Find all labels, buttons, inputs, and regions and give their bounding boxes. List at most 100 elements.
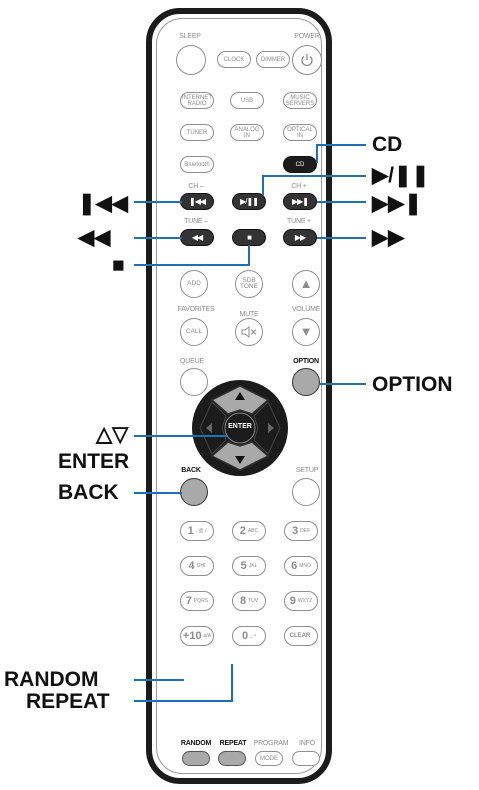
leader-cd (316, 144, 366, 146)
callout-skip-back: ❚◀◀ (78, 192, 128, 215)
power-button[interactable] (292, 45, 322, 75)
random-button[interactable] (182, 751, 210, 766)
play-pause-button[interactable]: ▶/❚❚ (232, 193, 266, 210)
sdb-tone-button[interactable]: SDB TONE (235, 270, 263, 298)
callout-stop: ■ (112, 254, 125, 277)
usb-button[interactable]: USB (230, 92, 264, 109)
leader-play-pause-vertical (262, 175, 264, 195)
number-letters: JKL (248, 563, 258, 569)
skip-back-icon: ❚◀◀ (188, 196, 206, 206)
cd-button[interactable]: CD (283, 156, 317, 173)
mute-speaker-icon (241, 326, 257, 338)
leader-repeat-vertical (231, 664, 233, 701)
leader-skip-back (134, 201, 182, 203)
ch-minus-label: CH – (188, 183, 204, 190)
sleep-button[interactable] (176, 45, 206, 75)
queue-button[interactable] (180, 368, 208, 396)
arrow-down-icon (235, 456, 245, 464)
leader-stop-vertical (248, 245, 250, 265)
triangle-up-icon: ▲ (299, 275, 313, 291)
number-button[interactable]: 0_ • (232, 626, 266, 646)
number-digit: 9 (289, 595, 296, 607)
setup-button[interactable] (292, 478, 320, 506)
analog-in-button[interactable]: ANALOG IN (230, 124, 264, 141)
number-digit: 3 (291, 525, 299, 537)
dpad-left[interactable] (199, 401, 227, 455)
dimmer-button[interactable]: DIMMER (256, 51, 290, 68)
number-button[interactable]: CLEAR (284, 626, 318, 646)
direction-pad[interactable]: ENTER (190, 378, 290, 478)
volume-down-button[interactable]: ▼ (292, 318, 320, 346)
info-button[interactable] (292, 751, 320, 766)
music-servers-button[interactable]: MUSIC SERVERS (283, 92, 317, 109)
number-digit: 0 (241, 630, 249, 642)
volume-label: VOLUME (291, 306, 321, 313)
leader-random (134, 679, 184, 681)
program-mode-button[interactable]: MODE (255, 751, 283, 766)
enter-button[interactable] (224, 412, 256, 444)
ch-plus-label: CH + (291, 183, 307, 190)
back-label: BACK (181, 467, 201, 474)
number-digit: CLEAR (289, 633, 311, 639)
number-letters: WXYZ (297, 598, 313, 604)
leader-cd-vertical (316, 145, 318, 163)
number-letters: MNO (299, 563, 311, 569)
number-button[interactable]: 1. @ / (180, 521, 214, 541)
sleep-label: SLEEP (179, 33, 201, 40)
number-digit: +10 (182, 630, 202, 642)
random-label: RANDOM (180, 740, 212, 747)
tuner-button[interactable]: TUNER (180, 124, 214, 141)
mute-button[interactable] (235, 318, 263, 346)
number-digit: 8 (239, 595, 247, 607)
add-button[interactable]: ADD (180, 270, 208, 298)
setup-label: SETUP (295, 467, 319, 474)
arrow-right-icon (268, 423, 274, 433)
number-digit: 4 (188, 560, 195, 572)
optical-in-button[interactable]: OPTICAL IN (283, 124, 317, 141)
callout-random: RANDOM (4, 668, 99, 691)
triangle-down-icon: ▼ (299, 323, 313, 339)
option-button[interactable] (292, 368, 320, 396)
repeat-button[interactable] (218, 751, 246, 766)
callout-option: OPTION (372, 373, 453, 396)
repeat-label: REPEAT (219, 740, 247, 747)
callout-enter: ENTER (58, 450, 130, 473)
call-button[interactable]: CALL (180, 318, 208, 346)
number-digit: 2 (239, 525, 246, 537)
callout-rewind: ◀◀ (78, 226, 111, 249)
skip-back-button[interactable]: ❚◀◀ (180, 193, 214, 210)
number-digit: 5 (240, 560, 247, 572)
volume-up-button[interactable]: ▲ (292, 270, 320, 298)
clock-button[interactable]: CLOCK (217, 51, 251, 68)
number-letters: a/A (203, 633, 212, 639)
stop-icon: ■ (247, 232, 252, 242)
play-pause-icon: ▶/❚❚ (240, 196, 259, 206)
number-letters: PQRS (193, 598, 209, 604)
callout-play-pause: ▶/❚❚ (372, 164, 430, 187)
back-button[interactable] (180, 478, 208, 506)
stop-button[interactable]: ■ (232, 229, 266, 246)
arrow-left-icon (206, 423, 212, 433)
enter-button-label: ENTER (228, 423, 252, 430)
leader-fast-forward (317, 237, 366, 239)
fast-forward-button[interactable]: ▶▶ (283, 229, 317, 246)
skip-forward-button[interactable]: ▶▶❚ (283, 193, 317, 210)
dpad-right[interactable] (253, 401, 281, 455)
bluetooth-button[interactable]: Bluetooth (180, 156, 214, 173)
dpad-graphic (192, 380, 288, 476)
callout-repeat: REPEAT (26, 690, 110, 713)
queue-label: QUEUE (180, 358, 204, 365)
rewind-icon: ◀◀ (191, 232, 203, 242)
rewind-button[interactable]: ◀◀ (180, 229, 214, 246)
skip-forward-icon: ▶▶❚ (291, 196, 309, 206)
internet-radio-button[interactable]: INTERNET RADIO (180, 92, 214, 109)
